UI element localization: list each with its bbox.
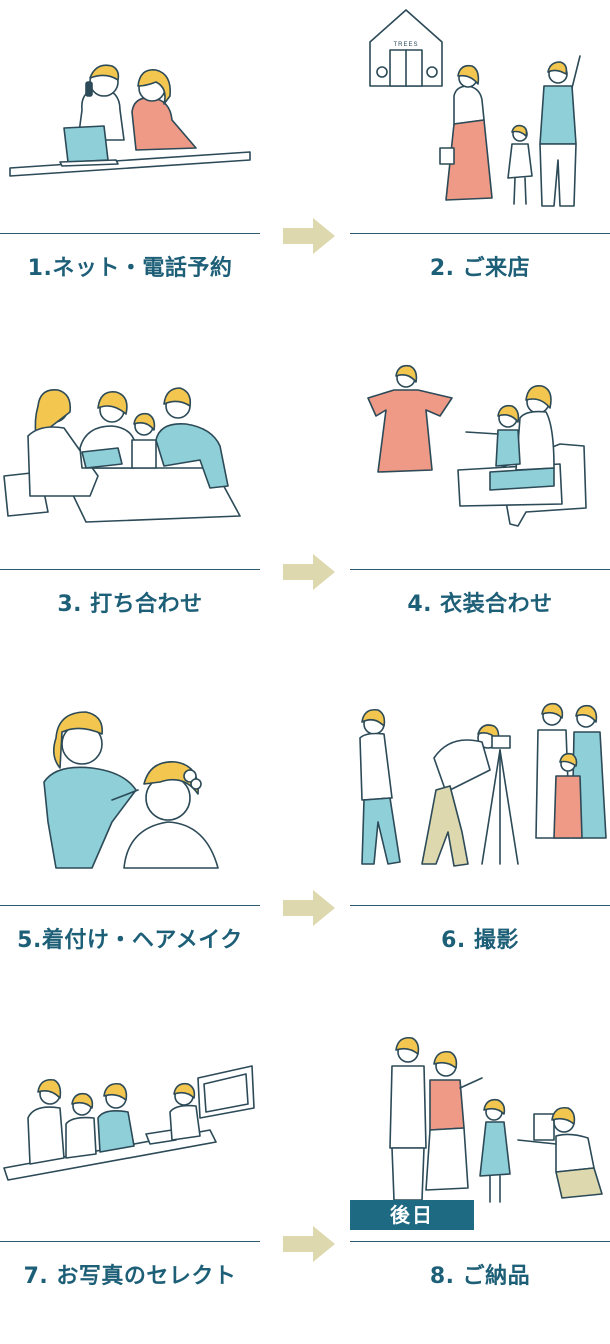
step-4-illustration: [367, 364, 587, 527]
step-7-illustration: [3, 1065, 255, 1181]
step-8-illustration: [389, 1036, 603, 1203]
step-6-illustration: [359, 702, 607, 867]
step-3-label: 3. 打ち合わせ: [57, 592, 203, 617]
step-6-label: 6. 撮影: [441, 928, 519, 953]
step-4-label: 4. 衣装合わせ: [407, 592, 553, 617]
arrow-right-icon: [283, 218, 335, 254]
step-5-label: 5.着付け・ヘアメイク: [17, 928, 243, 953]
step-4-rule: [350, 569, 610, 570]
step-1-illustration: [9, 64, 251, 177]
step-5: 5.着付け・ヘアメイク: [0, 672, 260, 1008]
step-1-rule: [0, 233, 260, 234]
step-2-illustration: TREES: [369, 9, 581, 207]
step-1-label: 1.ネット・電話予約: [27, 256, 233, 281]
step-7-rule: [0, 1241, 260, 1242]
later-date-badge: 後日: [350, 1200, 474, 1230]
arrow-right-icon: [283, 554, 335, 590]
step-8-rule: [350, 1241, 610, 1242]
step-1: 1.ネット・電話予約: [0, 0, 260, 336]
arrow-right-icon: [283, 890, 335, 926]
store-sign: TREES: [393, 42, 418, 48]
step-3: 3. 打ち合わせ: [0, 336, 260, 672]
step-2: TREES 2. ご来店: [350, 0, 610, 336]
step-2-label: 2. ご来店: [429, 256, 531, 281]
step-4: 4. 衣装合わせ: [350, 336, 610, 672]
step-2-rule: [350, 233, 610, 234]
step-7-label: 7. お写真のセレクト: [23, 1264, 237, 1289]
step-5-illustration: [43, 711, 219, 869]
step-3-rule: [0, 569, 260, 570]
step-6: 6. 撮影: [350, 672, 610, 1008]
step-6-rule: [350, 905, 610, 906]
step-8-label: 8. ご納品: [429, 1264, 531, 1289]
step-8: 後日 8. ご納品: [350, 1008, 610, 1289]
arrow-right-icon: [283, 1226, 335, 1262]
step-5-rule: [0, 905, 260, 906]
step-3-illustration: [3, 387, 241, 523]
step-7: 7. お写真のセレクト: [0, 1008, 260, 1344]
